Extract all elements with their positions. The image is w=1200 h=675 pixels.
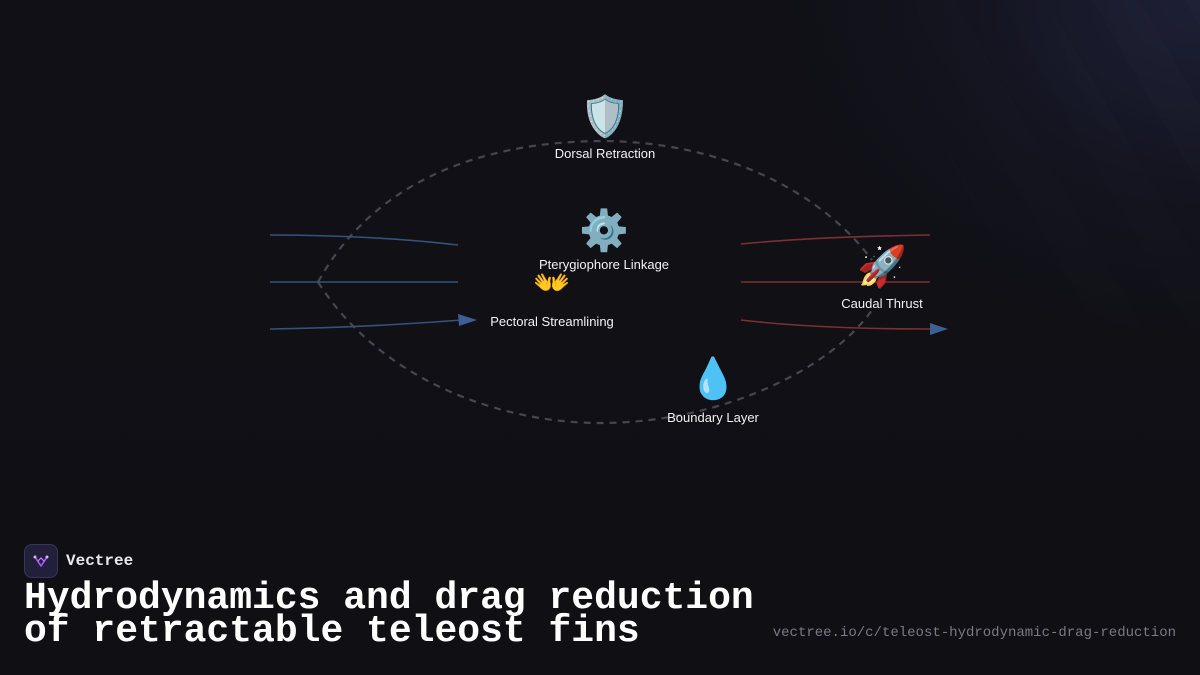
vectree-logo-icon [24,544,58,578]
brand: Vectree [24,544,133,578]
node-label: Boundary Layer [667,410,759,425]
outflow-arrowhead [930,323,948,335]
node-dorsal-retraction[interactable]: 🛡️ Dorsal Retraction [555,94,655,161]
node-caudal-thrust[interactable]: 🚀 Caudal Thrust [841,244,922,311]
node-boundary-layer[interactable]: 💧 Boundary Layer [667,356,759,425]
droplet-icon: 💧 [688,357,738,401]
node-label: Dorsal Retraction [554,146,656,161]
rocket-icon: 🚀 [857,245,907,289]
fish-body-outline [317,139,873,425]
node-label: Pectoral Streamlining [490,314,614,329]
inflow-streamline-top [269,234,459,246]
inflow-arrowhead [458,314,477,326]
shield-icon: 🛡️ [580,95,630,139]
page-title: Hydrodynamics and drag reduction of retr… [24,577,754,653]
inflow-streamline-bottom [269,319,463,330]
outflow-streamline-bottom [740,319,933,330]
node-pterygiophore-linkage[interactable]: ⚙️ Pterygiophore Linkage [539,208,669,272]
node-label: Caudal Thrust [841,296,923,311]
title-line-2: of retractable teleost fins [24,610,640,653]
gear-icon: ⚙️ [579,209,629,253]
source-url: vectree.io/c/teleost-hydrodynamic-drag-r… [772,625,1176,641]
title-line-1: Hydrodynamics and drag reduction [24,577,754,620]
outflow-streamline-top [740,234,931,245]
open-hands-icon: 👐 [533,267,571,300]
brand-name: Vectree [66,552,134,570]
node-pectoral-streamlining[interactable]: 👐 Pectoral Streamlining [490,266,614,329]
node-label: Pterygiophore Linkage [538,257,670,272]
